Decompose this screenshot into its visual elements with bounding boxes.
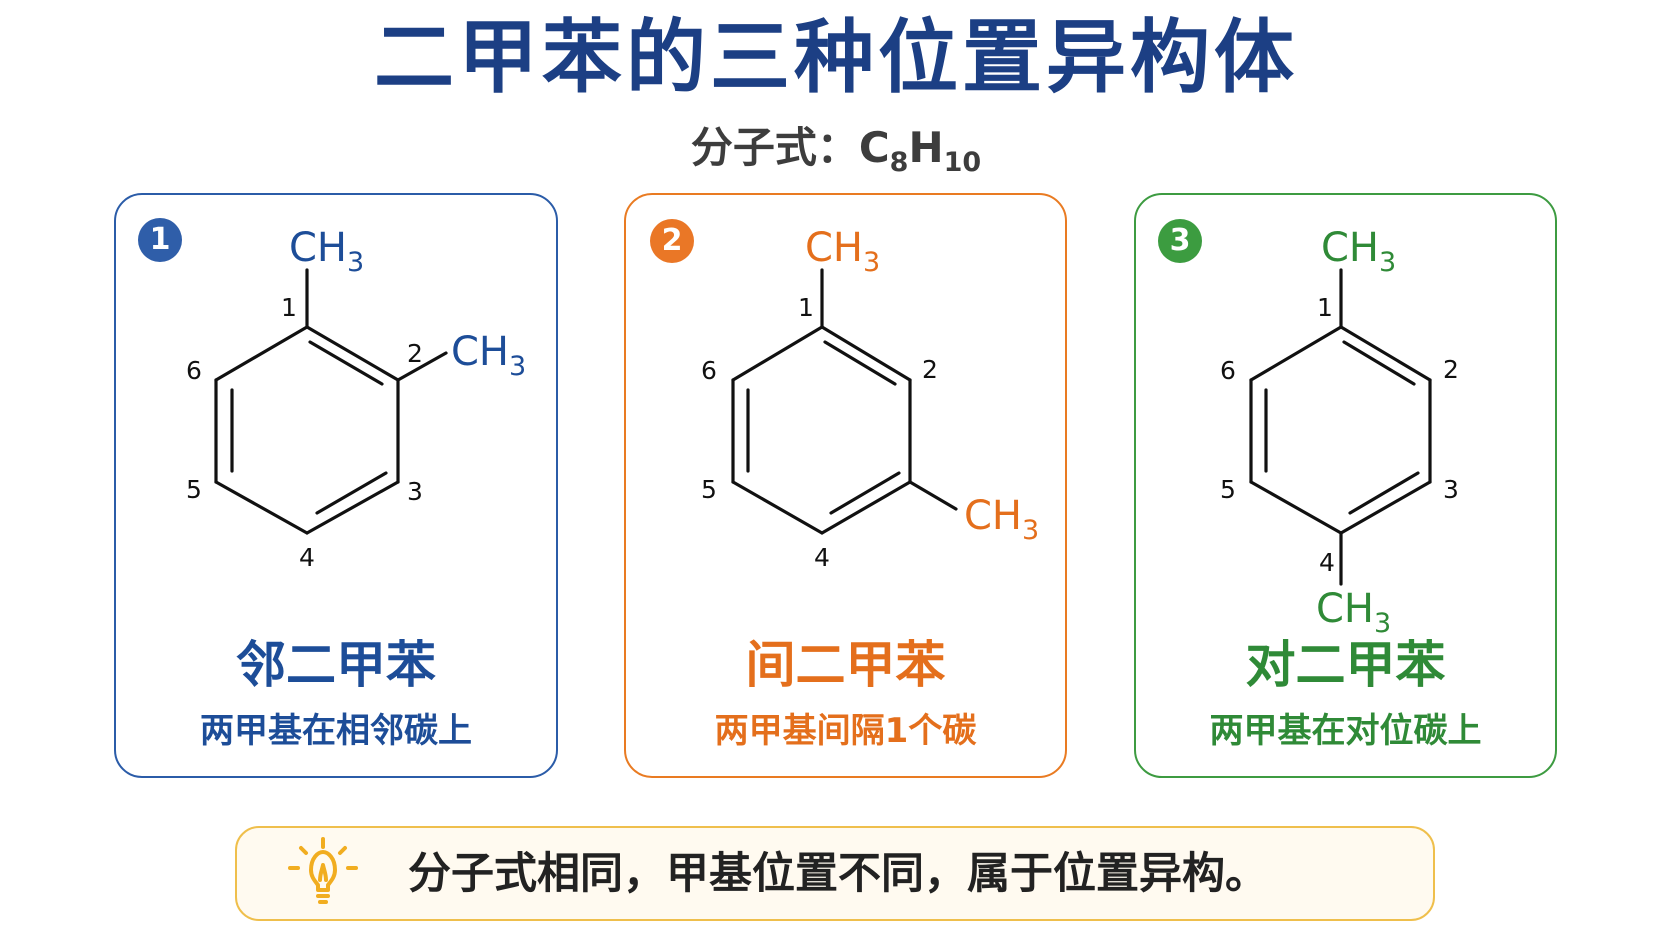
ortho-xylene-structure: CH3 CH3 1 2 3 4 5 6: [186, 225, 526, 572]
position-label-1: 1: [798, 293, 814, 322]
position-label-4: 4: [299, 543, 315, 572]
position-label-5: 5: [186, 475, 202, 504]
summary-note: [235, 826, 1435, 921]
methyl-label: CH3: [289, 225, 364, 278]
methyl-label: CH3: [1316, 586, 1391, 639]
ring-bond: [305, 325, 400, 382]
methyl-main-text: CH: [1321, 225, 1379, 271]
meta-xylene-structure: CH3 CH3 1 2 4 5 6: [701, 225, 1039, 572]
formula-hydrogen-count: 10: [943, 147, 982, 178]
ring-bond: [731, 480, 824, 535]
number-badge-3: 3: [1158, 219, 1202, 263]
position-label-4: 4: [814, 543, 830, 572]
ring-bond: [305, 480, 400, 535]
methyl-main-text: CH: [451, 329, 509, 375]
methyl-subscript: 3: [1022, 515, 1039, 546]
para-xylene-name: 对二甲苯: [1245, 636, 1446, 694]
position-label-6: 6: [1220, 356, 1236, 385]
para-xylene-description: 两甲基在对位碳上: [1209, 711, 1482, 751]
double-bond-inner: [823, 340, 897, 386]
formula-hydrogen-symbol: H: [908, 123, 944, 172]
ortho-xylene-name: 邻二甲苯: [236, 636, 436, 694]
double-bond-inner: [829, 471, 901, 515]
position-label-4: 4: [1319, 548, 1335, 577]
methyl-bond: [908, 480, 958, 511]
formula-carbon-symbol: C: [858, 123, 890, 172]
meta-xylene-name: 间二甲苯: [745, 636, 946, 694]
position-label-6: 6: [186, 356, 202, 385]
double-bond-inner: [315, 471, 388, 515]
methyl-label: CH3: [805, 225, 880, 278]
methyl-main-text: CH: [805, 225, 863, 271]
para-xylene-structure: CH3 CH3 1 2 3 4 5 6: [1220, 225, 1459, 639]
position-label-2: 2: [1443, 355, 1459, 384]
position-label-5: 5: [701, 475, 717, 504]
formula-label: 分子式：: [690, 123, 859, 172]
meta-xylene-card: [624, 193, 1067, 778]
ring-bond: [214, 480, 309, 535]
methyl-subscript: 3: [1379, 247, 1396, 278]
position-label-5: 5: [1220, 475, 1236, 504]
position-label-3: 3: [407, 477, 423, 506]
position-label-6: 6: [701, 356, 717, 385]
methyl-subscript: 3: [509, 351, 526, 382]
ortho-xylene-card: [114, 193, 558, 778]
methyl-label: CH3: [964, 493, 1039, 546]
ring-bond: [1339, 325, 1432, 382]
ring-bond: [1339, 480, 1432, 535]
position-label-3: 3: [1443, 475, 1459, 504]
molecular-formula: 分子式：C8H10: [0, 127, 1672, 178]
methyl-subscript: 3: [863, 247, 880, 278]
meta-xylene-description: 两甲基间隔1个碳: [714, 711, 977, 751]
position-label-1: 1: [1317, 293, 1333, 322]
page-title: 二甲苯的三种位置异构体: [374, 11, 1298, 104]
para-xylene-card: [1134, 193, 1557, 778]
number-badge-1: 1: [138, 218, 182, 262]
ring-bond: [1249, 325, 1343, 382]
methyl-label: CH3: [1321, 225, 1396, 278]
ring-bond: [731, 325, 824, 382]
position-label-2: 2: [407, 339, 423, 368]
double-bond-inner: [1342, 340, 1416, 386]
ring-bond: [820, 325, 912, 382]
ring-bond: [214, 325, 309, 382]
methyl-main-text: CH: [964, 493, 1022, 539]
double-bond-inner: [1348, 471, 1420, 515]
ring-bond: [1249, 480, 1343, 535]
ortho-xylene-description: 两甲基在相邻碳上: [200, 711, 472, 751]
methyl-main-text: CH: [1316, 586, 1374, 632]
double-bond-inner: [308, 340, 384, 386]
methyl-bond: [396, 351, 448, 382]
formula-carbon-count: 8: [889, 147, 909, 178]
methyl-label: CH3: [451, 329, 526, 382]
number-badge-2: 2: [650, 219, 694, 263]
ring-bond: [820, 480, 912, 535]
lightbulb-icon: [288, 837, 358, 904]
position-label-1: 1: [281, 293, 297, 322]
summary-text: 分子式相同，甲基位置不同，属于位置异构。: [408, 849, 1268, 899]
methyl-subscript: 3: [1374, 608, 1391, 639]
methyl-main-text: CH: [289, 225, 347, 271]
methyl-subscript: 3: [347, 247, 364, 278]
position-label-2: 2: [922, 355, 938, 384]
